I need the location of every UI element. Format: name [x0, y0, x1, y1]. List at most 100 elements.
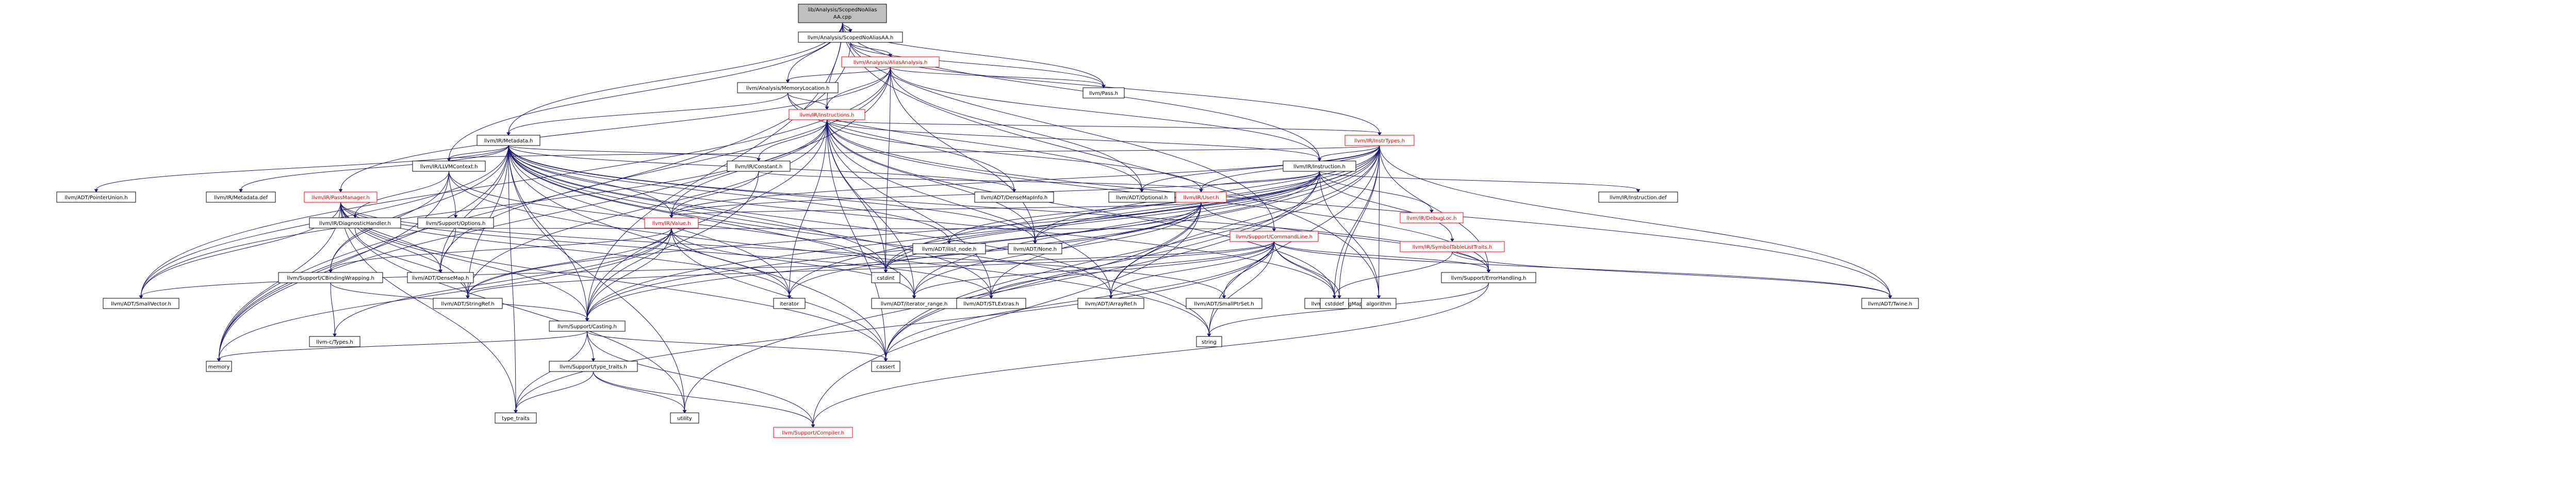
edge-instrtypes_h-to-stlextras_h: [991, 145, 1380, 297]
node-box: [1283, 160, 1356, 172]
node-type-traits[interactable]: type_traits: [495, 412, 537, 424]
node-label: llvm/ADT/DenseMap.h: [412, 276, 469, 281]
node-box: [1108, 191, 1175, 203]
node-label: llvm/IR/Value.h: [652, 221, 691, 227]
edge-llvmcontext_h-to-string: [449, 171, 1209, 335]
edge-value_h-to-stringref_h: [467, 228, 672, 297]
node-label: llvm/IR/Metadata.def: [214, 195, 268, 201]
edge-options_h-to-commandline_h: [455, 228, 1274, 230]
edge-arrowhead: [466, 295, 470, 299]
edge-arrowhead: [757, 158, 761, 162]
node-label: llvm/Analysis/AliasAnalysis.h: [854, 60, 928, 66]
node-instruction-h[interactable]: llvm/IR/Instruction.h: [1283, 160, 1356, 172]
node-instruction-def[interactable]: llvm/IR/Instruction.def: [1598, 191, 1678, 203]
node-instrtypes-h[interactable]: llvm/IR/InstrTypes.h: [1344, 135, 1415, 146]
node-aliasanalysis-h[interactable]: llvm/Analysis/AliasAnalysis.h: [841, 56, 940, 68]
edge-arrowhead: [1033, 240, 1037, 244]
edge-metadata_h-to-cassert: [508, 145, 886, 360]
node-llvm-c-types-h[interactable]: llvm-c/Types.h: [309, 336, 360, 347]
node-user-h[interactable]: llvm/IR/User.h: [1175, 191, 1227, 203]
node-smallvector-h[interactable]: llvm/ADT/SmallVector.h: [103, 298, 179, 309]
node-iterator-range-h[interactable]: llvm/ADT/iterator_range.h: [871, 298, 957, 309]
node-box: [309, 217, 401, 229]
node-constant-h[interactable]: llvm/IR/Constant.h: [727, 160, 791, 172]
node-box: [789, 109, 865, 120]
node-twine-h[interactable]: llvm/ADT/Twine.h: [1861, 298, 1919, 309]
edge-instrtypes_h-to-cstddef: [1334, 145, 1380, 297]
node-cstdint[interactable]: cstdint: [871, 272, 900, 283]
node-type-traits-h[interactable]: llvm/Support/type_traits.h: [549, 361, 638, 372]
node-cassert[interactable]: cassert: [871, 361, 900, 372]
edge-instrtypes_h-to-algorithm: [1379, 145, 1380, 297]
node-smallptrset-h[interactable]: llvm/ADT/SmallPtrSet.h: [1186, 298, 1262, 309]
node-ilist-node-h[interactable]: llvm/ADT/ilist_node.h: [912, 243, 986, 254]
node-string[interactable]: string: [1196, 336, 1222, 347]
node-llvmcontext-h[interactable]: llvm/IR/LLVMContext.h: [412, 160, 486, 172]
node-optional-h[interactable]: llvm/ADT/Optional.h: [1108, 191, 1175, 203]
node-cbindingwrapping-h[interactable]: llvm/Support/CBindingWrapping.h: [278, 272, 383, 283]
edge-arrowhead: [1109, 295, 1113, 299]
edge-root-to-memorylocation_h: [787, 22, 843, 81]
node-symtablelisttraits-h[interactable]: llvm/IR/SymbolTableListTraits.h: [1400, 241, 1505, 252]
edge-llvmcontext_h-to-options_h: [449, 171, 456, 216]
node-box: [206, 361, 232, 372]
edge-instructions_h-to-instruction_h: [827, 119, 1320, 159]
node-scopednoaliasaa-h[interactable]: llvm/Analysis/ScopedNoAliasAA.h: [798, 31, 903, 43]
node-commandline-h[interactable]: llvm/Support/CommandLine.h: [1229, 231, 1319, 242]
node-box: [871, 272, 900, 283]
edge-commandline_h-to-smallptrset_h: [1224, 241, 1274, 297]
node-label: llvm/Analysis/ScopedNoAliasAA.h: [808, 35, 894, 41]
edge-value_h-to-casting_h: [587, 228, 672, 319]
node-debugloc-h[interactable]: llvm/IR/DebugLoc.h: [1400, 212, 1464, 223]
node-pass-h[interactable]: llvm/Pass.h: [1082, 87, 1125, 99]
node-arrayref-h[interactable]: llvm/ADT/ArrayRef.h: [1077, 298, 1144, 309]
edge-aliasanalysis_h-to-instruction_h: [890, 67, 1320, 159]
node-box: [1598, 191, 1678, 203]
node-densemap-h[interactable]: llvm/ADT/DenseMap.h: [407, 272, 474, 283]
edge-constant_h-to-casting_h: [587, 171, 759, 319]
node-instructions-h[interactable]: llvm/IR/Instructions.h: [789, 109, 865, 120]
node-box: [477, 135, 540, 146]
node-iterator[interactable]: iterator: [773, 298, 806, 309]
node-stlextras-h[interactable]: llvm/ADT/STLExtras.h: [956, 298, 1026, 309]
node-label: llvm/Support/CBindingWrapping.h: [287, 276, 374, 281]
node-compiler-h[interactable]: llvm/Support/Compiler.h: [773, 427, 853, 438]
node-casting-h[interactable]: llvm/Support/Casting.h: [549, 320, 626, 332]
edge-arrowhead: [333, 333, 337, 337]
node-box: [773, 298, 806, 309]
edge-metadata_h-to-metadata_def: [240, 145, 509, 190]
node-stringref-h[interactable]: llvm/ADT/StringRef.h: [433, 298, 503, 309]
node-diaghandler-h[interactable]: llvm/IR/DiagnosticHandler.h: [309, 217, 401, 229]
edge-passmanager_h-to-type_traits: [340, 202, 516, 411]
edge-aliasanalysis_h-to-cstdint: [885, 67, 891, 271]
node-label: llvm/Support/CommandLine.h: [1236, 234, 1312, 240]
node-root[interactable]: lib/Analysis/ScopedNoAliasAA.cpp: [798, 4, 887, 23]
node-cstddef[interactable]: cstddef: [1320, 298, 1349, 309]
node-errorhandling-h[interactable]: llvm/Support/ErrorHandling.h: [1441, 272, 1536, 283]
node-box: [1196, 336, 1222, 347]
node-none-h[interactable]: llvm/ADT/None.h: [1008, 243, 1062, 254]
node-metadata-def[interactable]: llvm/IR/Metadata.def: [206, 191, 276, 203]
node-utility[interactable]: utility: [670, 412, 699, 424]
node-label: lib/Analysis/ScopedNoAlias: [808, 7, 877, 13]
edge-arrowhead: [787, 295, 792, 299]
node-memorylocation-h[interactable]: llvm/Analysis/MemoryLocation.h: [737, 82, 839, 93]
edge-arrowhead: [1199, 189, 1203, 192]
node-metadata-h[interactable]: llvm/IR/Metadata.h: [477, 135, 540, 146]
node-densemapinfo-h[interactable]: llvm/ADT/DenseMapInfo.h: [974, 191, 1054, 203]
node-algorithm[interactable]: algorithm: [1361, 298, 1397, 309]
node-box: [871, 298, 957, 309]
edge-arrowhead: [329, 269, 333, 273]
node-box: [727, 160, 791, 172]
edge-root-to-casting_h: [587, 22, 843, 319]
edge-arrowhead: [506, 132, 511, 136]
node-label: llvm-c/Types.h: [316, 340, 353, 345]
node-box: [871, 361, 900, 372]
node-passmanager-h[interactable]: llvm/IR/PassManager.h: [304, 191, 378, 203]
node-memory[interactable]: memory: [206, 361, 232, 372]
node-pointerunion-h[interactable]: llvm/ADT/PointerUnion.h: [56, 191, 136, 203]
edge-metadata_h-to-densemap_h: [440, 145, 509, 271]
node-value-h[interactable]: llvm/IR/Value.h: [644, 217, 699, 229]
node-options-h[interactable]: llvm/Support/Options.h: [417, 217, 494, 229]
edge-symtablelisttraits_h-to-twine_h: [1452, 251, 1891, 297]
